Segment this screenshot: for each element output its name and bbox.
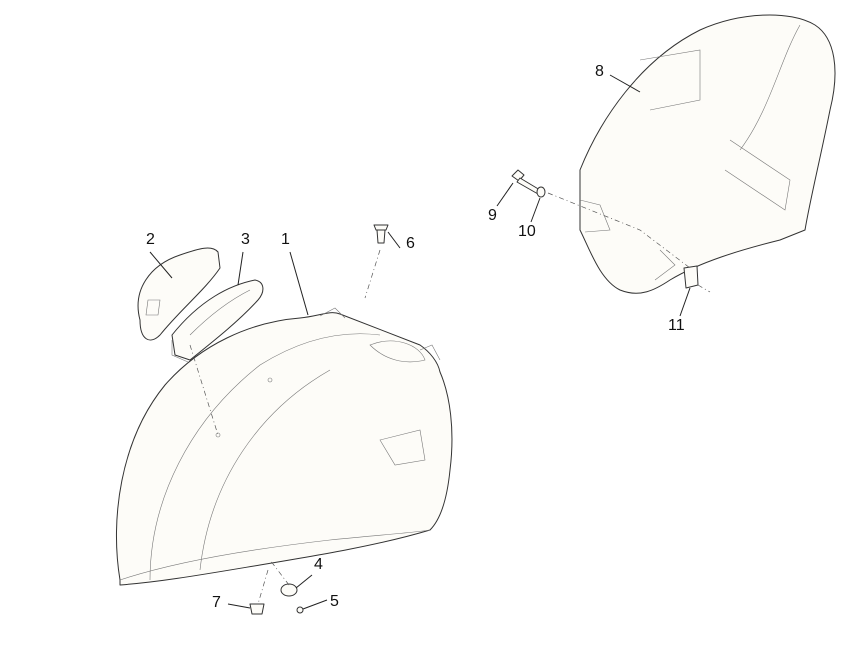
callout-7: 7 xyxy=(212,594,221,611)
rear-mudguard xyxy=(579,14,836,294)
clip-part-11 xyxy=(683,265,699,289)
callout-8: 8 xyxy=(595,63,604,80)
front-mudguard xyxy=(116,307,453,586)
trim-part-2 xyxy=(137,247,221,341)
callout-11: 11 xyxy=(668,317,685,334)
callout-5: 5 xyxy=(330,593,339,610)
bolt-part-9 xyxy=(511,169,541,195)
callout-10: 10 xyxy=(518,223,536,240)
washer-part-10 xyxy=(536,186,546,198)
screw-part-6 xyxy=(373,224,389,244)
screw-part-5 xyxy=(296,606,304,614)
trim-part-3 xyxy=(171,279,264,363)
callout-4: 4 xyxy=(314,556,323,573)
callout-3: 3 xyxy=(241,231,250,248)
callout-1: 1 xyxy=(281,231,290,248)
callout-6: 6 xyxy=(406,235,415,252)
plug-part-4 xyxy=(280,583,298,597)
clip-part-7 xyxy=(249,603,265,615)
callout-2: 2 xyxy=(146,231,155,248)
callout-9: 9 xyxy=(488,207,497,224)
